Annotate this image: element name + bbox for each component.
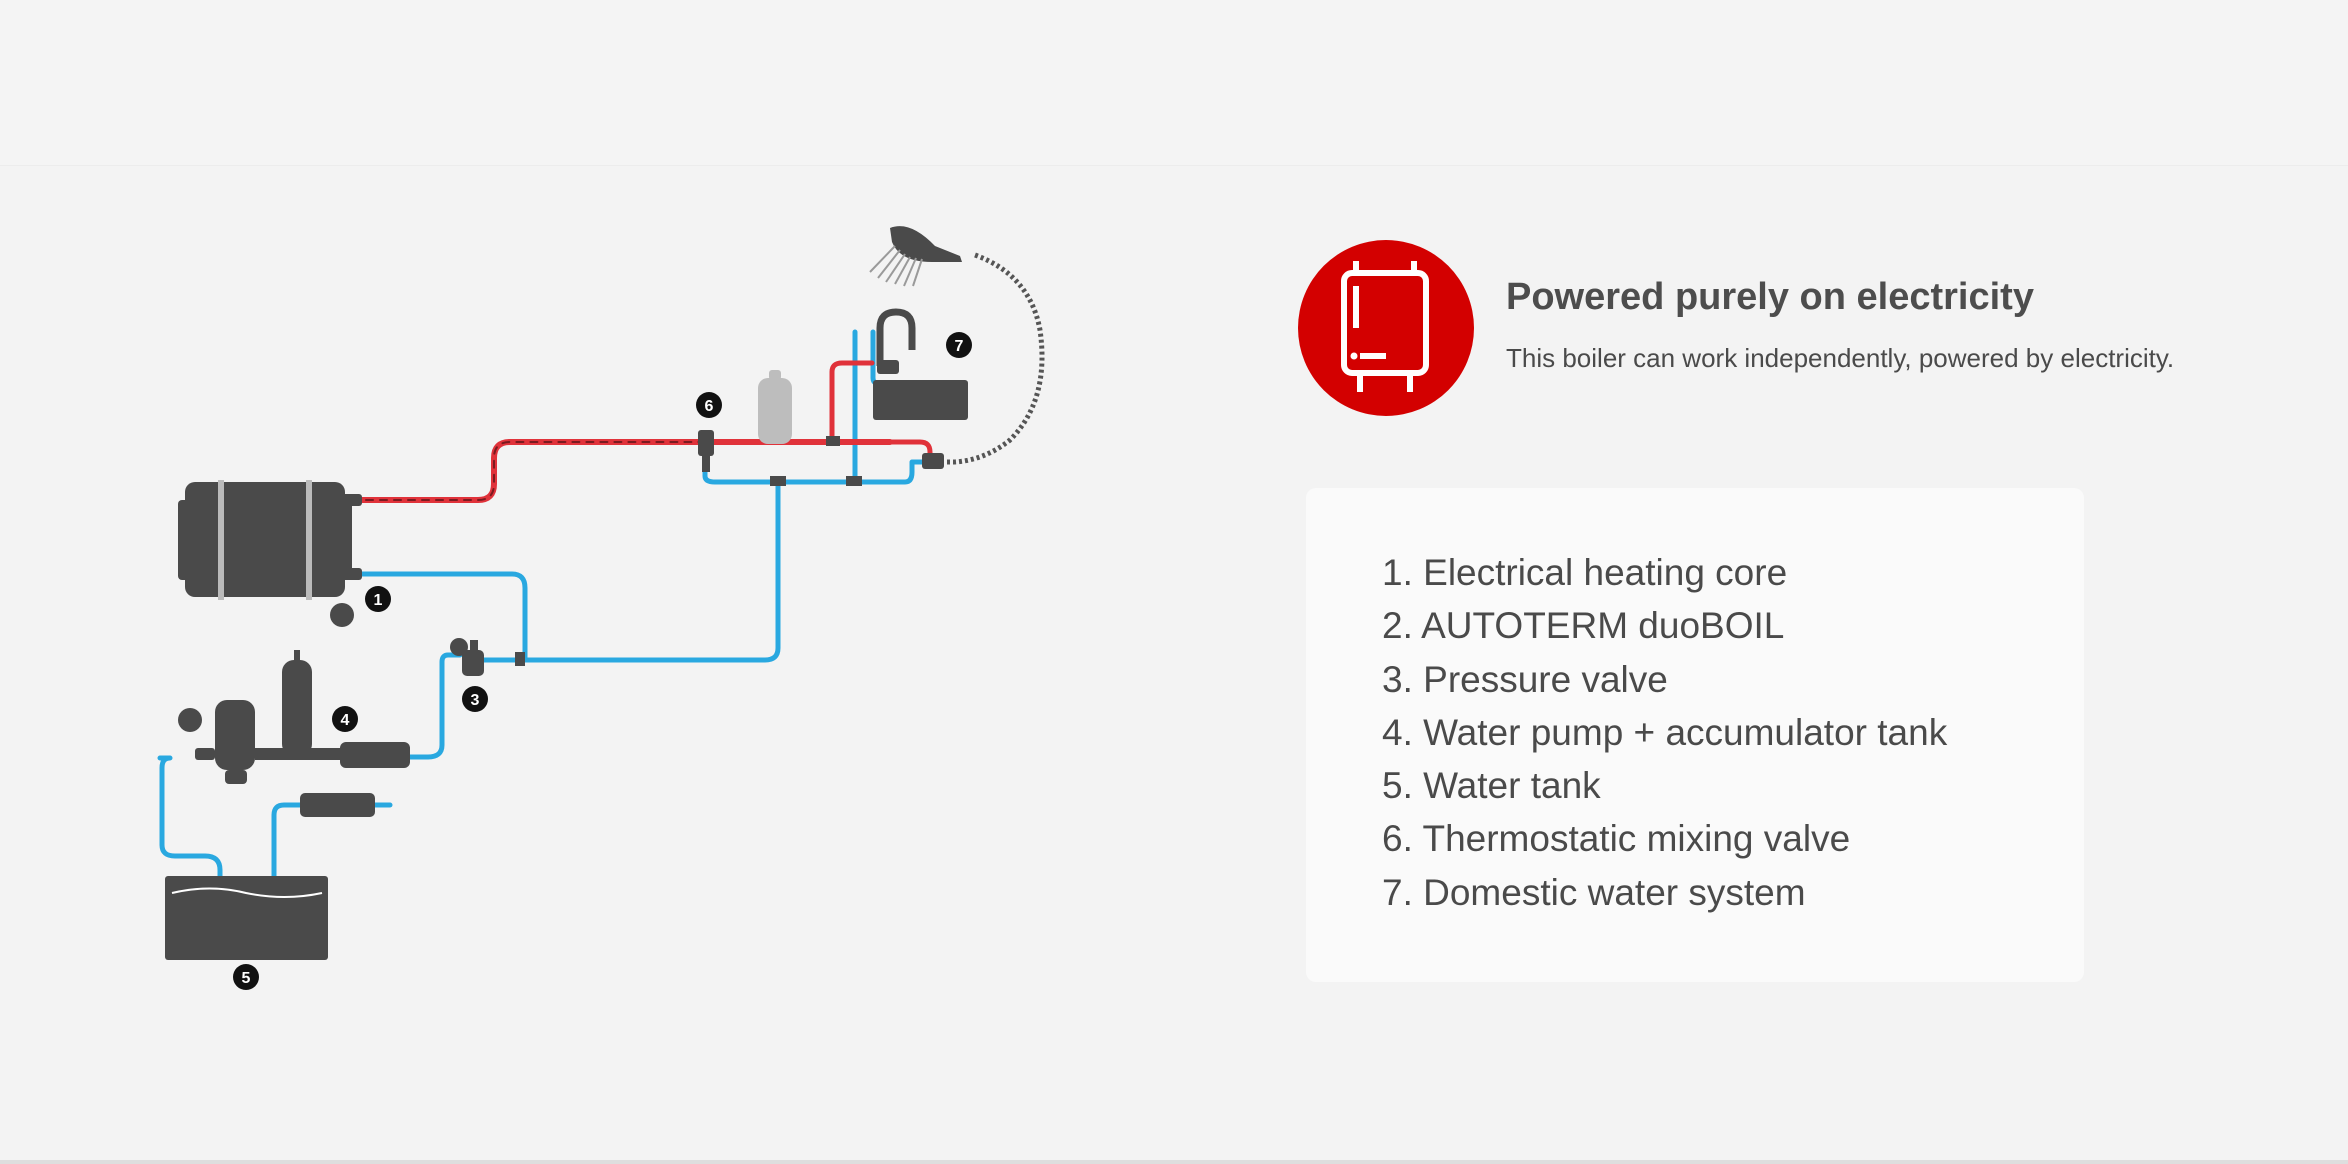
legend-item: 5. Water tank: [1382, 765, 1601, 807]
pressure-valve-component: [450, 638, 525, 676]
pump-accumulator-component: [178, 650, 410, 817]
legend-item: 1. Electrical heating core: [1382, 552, 1788, 593]
svg-text:6: 6: [705, 398, 714, 415]
legend-item: 7. Domestic water system: [1382, 871, 1806, 913]
hot-water-pipes: [349, 360, 933, 503]
svg-text:7: 7: [955, 338, 964, 355]
badge-4: 4: [332, 706, 358, 732]
diagram-badges: 1 3 4 5 6 7: [233, 332, 972, 990]
feature-description: This boiler can work independently, powe…: [1506, 343, 2175, 373]
svg-text:4: 4: [341, 712, 350, 729]
badge-1: 1: [365, 586, 391, 612]
heating-core-component: [178, 480, 362, 627]
header-band: [0, 0, 2348, 166]
shower-spray-icon: [869, 245, 923, 287]
duoboil-component: [758, 370, 792, 444]
badge-3: 3: [462, 686, 488, 712]
shower-hose: [935, 252, 1045, 465]
badge-5: 5: [233, 964, 259, 990]
feature-block: Powered purely on electricity This boile…: [1298, 240, 2298, 420]
legend-item: 4. Water pump + accumulator tank: [1382, 711, 1948, 753]
cold-water-pipes: [157, 329, 933, 879]
svg-text:5: 5: [242, 970, 251, 987]
svg-text:3: 3: [471, 692, 480, 709]
svg-text:1: 1: [374, 592, 383, 609]
legend-card: 1. Electrical heating core 2. AUTOTERM d…: [1306, 488, 2084, 982]
water-tank-component: [165, 876, 328, 960]
legend-item: 6. Thermostatic mixing valve: [1382, 818, 1851, 860]
badge-6: 6: [696, 392, 722, 418]
badge-7: 7: [946, 332, 972, 358]
legend-list: 1. Electrical heating core 2. AUTOTERM d…: [1382, 546, 1947, 919]
legend-item: 2. AUTOTERM duoBOIL: [1382, 605, 1785, 647]
legend-item: 3. Pressure valve: [1382, 658, 1668, 700]
domestic-water-component: [873, 226, 968, 469]
mixing-valve-component: [698, 430, 862, 486]
bottom-divider: [0, 1160, 2348, 1164]
water-system-diagram: 1 3 4 5 6 7: [0, 165, 1200, 1025]
feature-title: Powered purely on electricity: [1506, 276, 2034, 318]
boiler-icon: [1298, 240, 1474, 416]
